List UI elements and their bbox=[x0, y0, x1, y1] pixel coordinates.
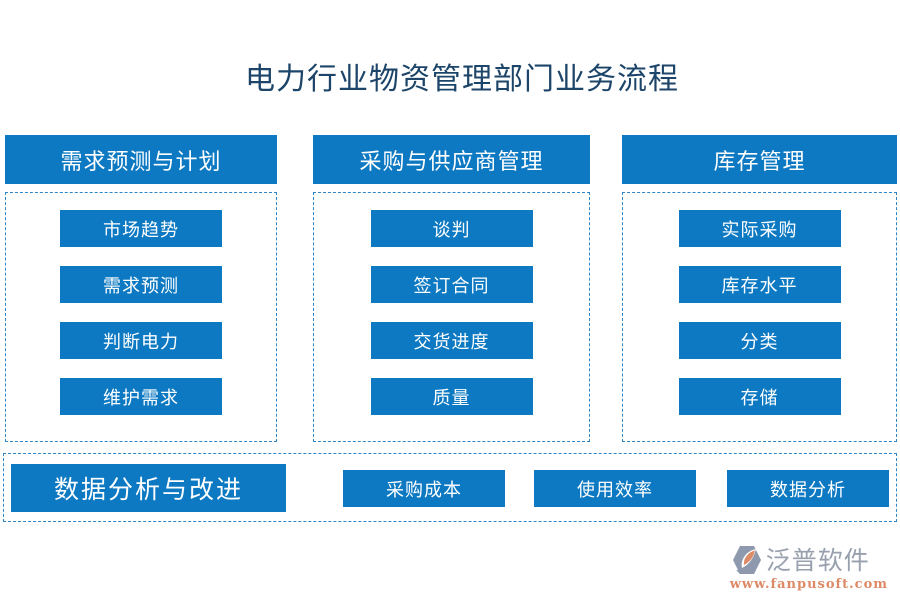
process-box-quality: 质量 bbox=[370, 378, 533, 415]
column-panel-procurement: 谈判 签订合同 交货进度 质量 bbox=[313, 192, 590, 442]
process-box-storage: 存储 bbox=[678, 378, 841, 415]
process-box-negotiation: 谈判 bbox=[370, 210, 533, 247]
process-box-inventory-level: 库存水平 bbox=[678, 266, 841, 303]
process-box-actual-purchase: 实际采购 bbox=[678, 210, 841, 247]
column-header-procurement: 采购与供应商管理 bbox=[313, 135, 590, 184]
process-box-classification: 分类 bbox=[678, 322, 841, 359]
process-box-demand-forecast: 需求预测 bbox=[60, 266, 222, 303]
column-header-inventory: 库存管理 bbox=[622, 135, 897, 184]
brand-name: 泛普软件 bbox=[765, 545, 870, 575]
process-box-sign-contract: 签订合同 bbox=[370, 266, 533, 303]
column-header-demand-forecast: 需求预测与计划 bbox=[5, 135, 277, 184]
column-panel-demand-forecast: 市场趋势 需求预测 判断电力 维护需求 bbox=[5, 192, 277, 442]
bottom-panel-data-analysis: 数据分析与改进 采购成本 使用效率 数据分析 bbox=[3, 453, 897, 522]
process-box-judge-power: 判断电力 bbox=[60, 322, 222, 359]
brand-url: www.fanpusoft.com bbox=[729, 577, 888, 592]
page-title: 电力行业物资管理部门业务流程 bbox=[245, 62, 679, 97]
process-box-maintenance-demand: 维护需求 bbox=[60, 378, 222, 415]
process-box-market-trends: 市场趋势 bbox=[60, 210, 222, 247]
process-box-procurement-cost: 采购成本 bbox=[343, 470, 505, 507]
process-box-usage-efficiency: 使用效率 bbox=[534, 470, 696, 507]
column-panel-inventory: 实际采购 库存水平 分类 存储 bbox=[622, 192, 897, 442]
bottom-header-data-analysis: 数据分析与改进 bbox=[11, 464, 286, 512]
process-box-delivery-progress: 交货进度 bbox=[370, 322, 533, 359]
process-box-data-analysis: 数据分析 bbox=[727, 470, 889, 507]
brand-footer: 泛普软件 www.fanpusoft.com bbox=[730, 544, 888, 592]
fanpu-logo-icon bbox=[732, 546, 761, 574]
